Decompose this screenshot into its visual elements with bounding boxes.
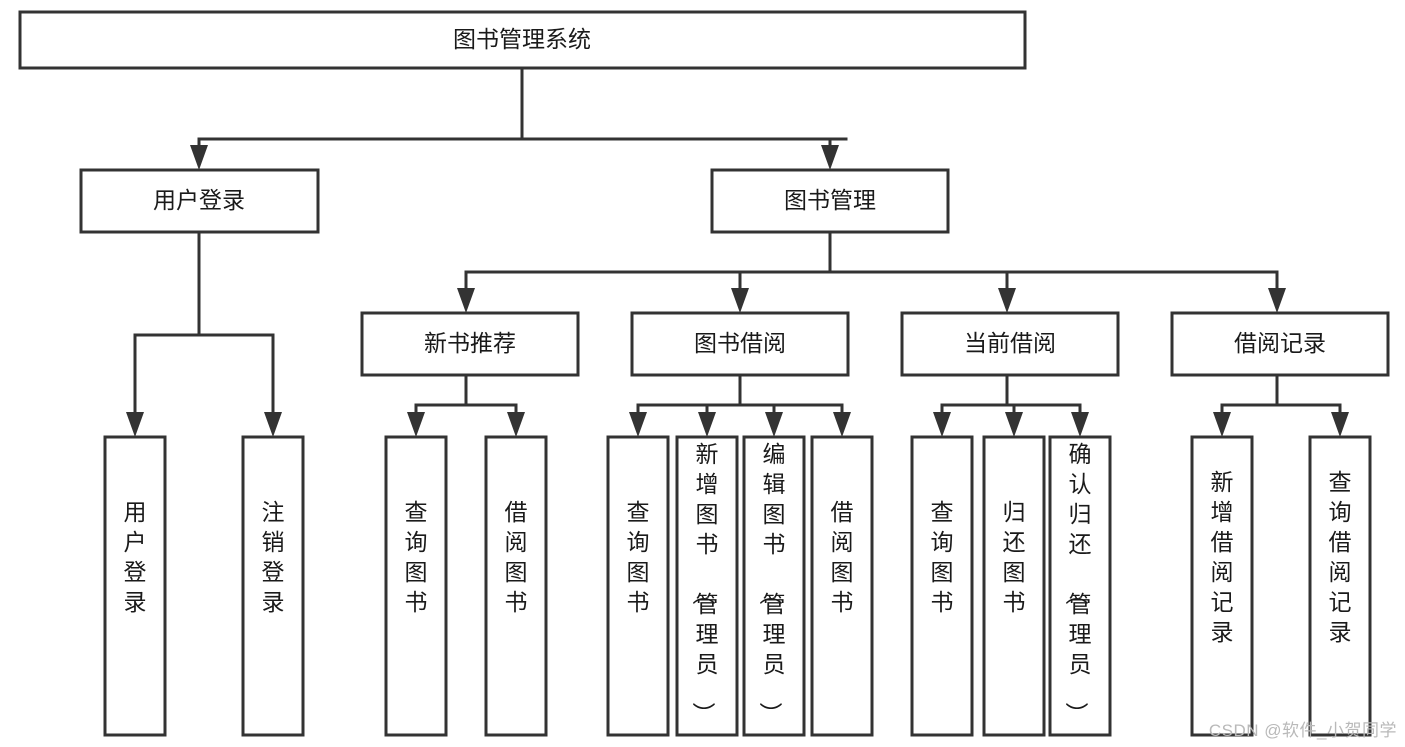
- node-book-borrow-label: 图书借阅: [694, 330, 786, 356]
- node-book-borrow[interactable]: 图书借阅: [630, 311, 850, 377]
- node-new-book-rec-label: 新书推荐: [424, 330, 516, 356]
- node-current-borrow[interactable]: 当前借阅: [900, 311, 1120, 377]
- arrow-head-leaf-borrow-book-rec: [507, 412, 525, 437]
- node-leaf-logout[interactable]: 注销登录: [241, 435, 305, 737]
- arrow-head-new-book-rec: [457, 288, 475, 313]
- node-leaf-borrow-book-box[interactable]: [810, 435, 874, 737]
- arrow-head-leaf-query-record: [1331, 412, 1349, 437]
- node-borrow-record[interactable]: 借阅记录: [1170, 311, 1390, 377]
- node-leaf-user-login-box[interactable]: [103, 435, 167, 737]
- node-book-manage[interactable]: 图书管理: [710, 168, 950, 234]
- node-leaf-add-record-label: 新增借阅记录: [1211, 469, 1234, 645]
- arrow-head-book-manage: [821, 145, 839, 170]
- node-leaf-confirm-return-box[interactable]: [1048, 435, 1112, 737]
- arrow-head-leaf-add-record: [1213, 412, 1231, 437]
- node-leaf-return-book[interactable]: 归还图书: [982, 435, 1046, 737]
- node-leaf-borrow-book-label: 借阅图书: [831, 499, 854, 615]
- node-leaf-return-book-label: 归还图书: [1003, 499, 1026, 615]
- node-leaf-borrow-book-rec-label: 借阅图书: [505, 499, 528, 615]
- node-borrow-record-label: 借阅记录: [1234, 330, 1326, 356]
- arrow-head-leaf-query-book-borrow: [629, 412, 647, 437]
- node-leaf-query-book-borrow[interactable]: 查询图书: [606, 435, 670, 737]
- connector-group-borrow-record: [1213, 373, 1349, 437]
- node-leaf-borrow-book-rec[interactable]: 借阅图书: [484, 435, 548, 737]
- node-new-book-rec[interactable]: 新书推荐: [360, 311, 580, 377]
- arrow-head-leaf-query-book-rec: [407, 412, 425, 437]
- node-leaf-logout-box[interactable]: [241, 435, 305, 737]
- node-leaf-borrow-book[interactable]: 借阅图书: [810, 435, 874, 737]
- node-book-manage-label: 图书管理: [784, 187, 876, 213]
- arrow-head-book-borrow: [731, 288, 749, 313]
- node-leaf-add-book[interactable]: 新增图书（管理员）: [675, 435, 739, 737]
- node-leaf-borrow-book-rec-box[interactable]: [484, 435, 548, 737]
- node-leaf-query-book-borrow-box[interactable]: [606, 435, 670, 737]
- node-leaf-confirm-return[interactable]: 确认归还（管理员）: [1048, 435, 1112, 737]
- arrow-head-leaf-borrow-book: [833, 412, 851, 437]
- arrow-head-leaf-confirm-return: [1071, 412, 1089, 437]
- arrow-head-leaf-logout: [264, 412, 282, 437]
- arrow-head-leaf-edit-book: [765, 412, 783, 437]
- node-leaf-add-book-box[interactable]: [675, 435, 739, 737]
- node-leaf-user-login[interactable]: 用户登录: [103, 435, 167, 737]
- connector-group-book-borrow: [629, 373, 851, 437]
- node-user-login[interactable]: 用户登录: [79, 168, 320, 234]
- node-leaf-return-book-box[interactable]: [982, 435, 1046, 737]
- node-leaf-query-book-cur[interactable]: 查询图书: [910, 435, 974, 737]
- connector-group-book-manage: [457, 230, 1286, 313]
- arrow-head-borrow-record: [1268, 288, 1286, 313]
- node-leaf-edit-book[interactable]: 编辑图书（管理员）: [742, 435, 806, 737]
- arrow-head-leaf-user-login: [126, 412, 144, 437]
- node-book-borrow-box[interactable]: [630, 311, 850, 377]
- node-user-login-box[interactable]: [79, 168, 320, 234]
- node-leaf-query-book-rec-label: 查询图书: [405, 499, 428, 615]
- node-leaf-query-book-rec-box[interactable]: [384, 435, 448, 737]
- node-borrow-record-box[interactable]: [1170, 311, 1390, 377]
- node-user-login-label: 用户登录: [153, 187, 245, 213]
- node-current-borrow-label: 当前借阅: [964, 330, 1056, 356]
- node-root-box[interactable]: [18, 10, 1027, 70]
- node-leaf-query-book-borrow-label: 查询图书: [627, 499, 650, 615]
- node-leaf-edit-book-box[interactable]: [742, 435, 806, 737]
- node-leaf-query-record-label: 查询借阅记录: [1329, 469, 1352, 645]
- node-leaf-query-book-rec[interactable]: 查询图书: [384, 435, 448, 737]
- arrow-head-leaf-query-book-cur: [933, 412, 951, 437]
- arrow-head-current-borrow: [998, 288, 1016, 313]
- node-root-label: 图书管理系统: [453, 26, 591, 52]
- node-leaf-add-record-box[interactable]: [1190, 435, 1254, 737]
- node-leaf-query-record-box[interactable]: [1308, 435, 1372, 737]
- node-leaf-confirm-return-label: 确认归还（管理员）: [1064, 441, 1092, 725]
- node-leaf-edit-book-label: 编辑图书（管理员）: [758, 441, 786, 725]
- connector-group-new-book-rec: [407, 373, 525, 437]
- node-leaf-user-login-label: 用户登录: [124, 499, 147, 615]
- arrow-head-leaf-add-book: [698, 412, 716, 437]
- connector-group-current-borrow: [933, 373, 1089, 437]
- arrow-head-leaf-return-book: [1005, 412, 1023, 437]
- node-current-borrow-box[interactable]: [900, 311, 1120, 377]
- node-leaf-logout-label: 注销登录: [262, 499, 285, 615]
- node-leaf-add-record[interactable]: 新增借阅记录: [1190, 435, 1254, 737]
- node-book-manage-box[interactable]: [710, 168, 950, 234]
- node-new-book-rec-box[interactable]: [360, 311, 580, 377]
- node-leaf-add-book-label: 新增图书（管理员）: [691, 441, 719, 725]
- connector-group-root: [190, 66, 848, 170]
- connector-group-user-login: [126, 230, 282, 437]
- node-root[interactable]: 图书管理系统: [18, 10, 1027, 70]
- arrow-head-user-login: [190, 145, 208, 170]
- node-leaf-query-book-cur-label: 查询图书: [931, 499, 954, 615]
- node-leaf-query-record[interactable]: 查询借阅记录: [1308, 435, 1372, 737]
- node-leaf-query-book-cur-box[interactable]: [910, 435, 974, 737]
